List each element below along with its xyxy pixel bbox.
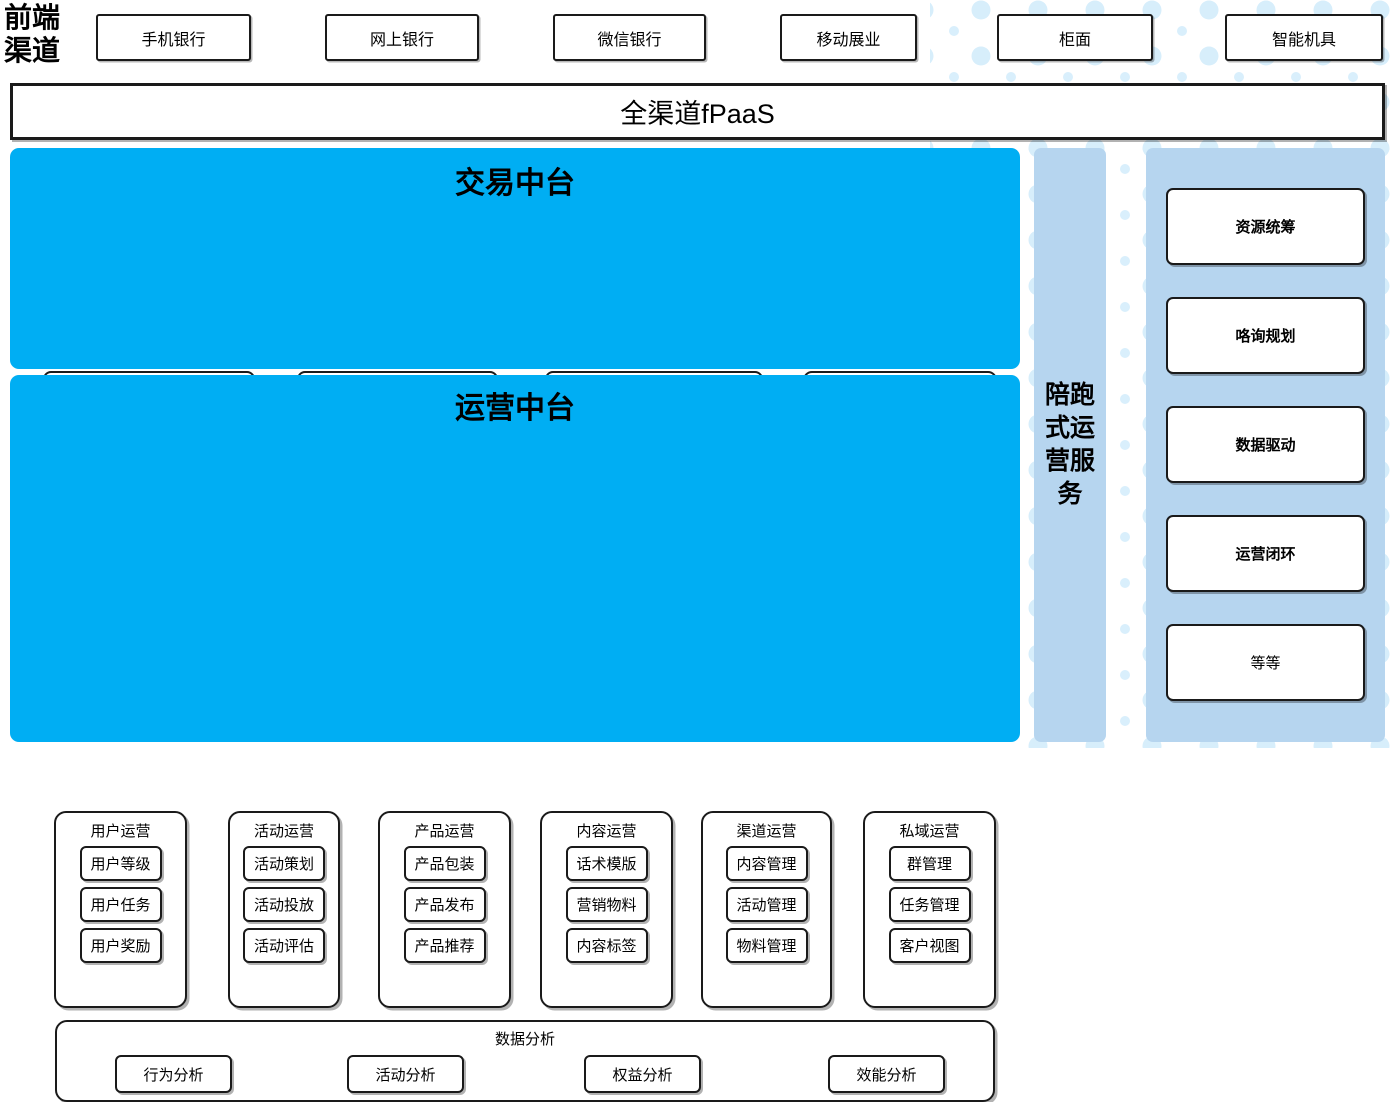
ops-group-6: 私域运营群管理任务管理客户视图 xyxy=(863,811,996,1008)
trade-platform-title: 交易中台 xyxy=(455,167,575,200)
ops-group-item[interactable]: 任务管理 xyxy=(888,887,971,922)
ops-group-item[interactable]: 内容管理 xyxy=(725,846,808,881)
accompanying-operation-service-label: 陪跑式运营服务 xyxy=(1044,381,1095,508)
ops-group-item[interactable]: 活动评估 xyxy=(243,928,325,963)
channel-box-online-bank[interactable]: 网上银行 xyxy=(325,14,479,61)
data-analysis-item-behavior[interactable]: 行为分析 xyxy=(115,1055,232,1093)
ops-group-item[interactable]: 用户等级 xyxy=(79,846,162,881)
ops-group-title: 私域运营 xyxy=(899,823,960,840)
ops-group-title: 用户运营 xyxy=(90,823,151,840)
front-end-channel-row: 前端 渠道 手机银行 网上银行 微信银行 移动展业 柜面 智能机具 xyxy=(0,0,1393,78)
omnichannel-fpaas-bar[interactable]: 全渠道fPaaS xyxy=(10,83,1385,140)
ops-group-item[interactable]: 客户视图 xyxy=(888,928,971,963)
operations-platform-panel: 运营中台 用户运营用户等级用户任务用户奖励活动运营活动策划活动投放活动评估产品运… xyxy=(10,375,1020,1102)
ops-group-item[interactable]: 产品推荐 xyxy=(403,928,486,963)
capability-box-data-driven[interactable]: 数据驱动 xyxy=(1166,406,1365,483)
capability-box-resource-coordination[interactable]: 资源统筹 xyxy=(1166,188,1365,265)
channel-label-line1: 前端 xyxy=(4,3,61,34)
channel-box-mobile-bank[interactable]: 手机银行 xyxy=(96,14,251,61)
data-analysis-item-rights[interactable]: 权益分析 xyxy=(584,1055,701,1093)
ops-group-1: 用户运营用户等级用户任务用户奖励 xyxy=(54,811,187,1008)
channel-box-mobile-field[interactable]: 移动展业 xyxy=(780,14,917,61)
ops-group-item[interactable]: 活动管理 xyxy=(725,887,808,922)
capability-box-operation-closed-loop[interactable]: 运营闭环 xyxy=(1166,515,1365,592)
ops-group-title: 产品运营 xyxy=(414,823,475,840)
data-analysis-container: 数据分析 行为分析 活动分析 权益分析 效能分析 xyxy=(55,1020,995,1102)
channel-box-counter[interactable]: 柜面 xyxy=(997,14,1153,61)
capability-box-etc[interactable]: 等等 xyxy=(1166,624,1365,701)
ops-group-item[interactable]: 话术模版 xyxy=(565,846,648,881)
ops-group-item[interactable]: 营销物料 xyxy=(565,887,648,922)
data-analysis-title: 数据分析 xyxy=(494,1031,555,1048)
data-analysis-item-efficiency[interactable]: 效能分析 xyxy=(828,1055,945,1093)
ops-group-2: 活动运营活动策划活动投放活动评估 xyxy=(228,811,340,1008)
capability-column: 资源统筹 咯询规划 数据驱动 运营闭环 等等 xyxy=(1146,148,1385,742)
data-analysis-item-activity[interactable]: 活动分析 xyxy=(347,1055,464,1093)
ops-group-5: 渠道运营内容管理活动管理物料管理 xyxy=(701,811,832,1008)
accompanying-operation-service-column: 陪跑式运营服务 xyxy=(1034,148,1106,742)
ops-group-4: 内容运营话术模版营销物料内容标签 xyxy=(540,811,673,1008)
ops-group-item[interactable]: 群管理 xyxy=(888,846,971,881)
ops-group-item[interactable]: 内容标签 xyxy=(565,928,648,963)
ops-group-item[interactable]: 产品发布 xyxy=(403,887,486,922)
ops-group-item[interactable]: 活动策划 xyxy=(243,846,325,881)
ops-group-title: 渠道运营 xyxy=(736,823,797,840)
ops-group-item[interactable]: 活动投放 xyxy=(243,887,325,922)
ops-group-item[interactable]: 用户奖励 xyxy=(79,928,162,963)
capability-box-consulting-planning[interactable]: 咯询规划 xyxy=(1166,297,1365,374)
ops-group-item[interactable]: 产品包装 xyxy=(403,846,486,881)
channel-box-smart-machine[interactable]: 智能机具 xyxy=(1225,14,1383,61)
front-end-channel-label: 前端 渠道 xyxy=(4,2,82,68)
ops-group-item[interactable]: 用户任务 xyxy=(79,887,162,922)
ops-group-title: 内容运营 xyxy=(576,823,637,840)
trade-platform-panel: 交易中台 用户中心 认证中心 限额中心 合约中心 风控中心 流程中心 场景交易中… xyxy=(10,148,1020,507)
channel-label-line2: 渠道 xyxy=(4,36,61,67)
operations-platform-title: 运营中台 xyxy=(455,392,575,425)
ops-group-3: 产品运营产品包装产品发布产品推荐 xyxy=(378,811,511,1008)
channel-box-wechat-bank[interactable]: 微信银行 xyxy=(553,14,706,61)
ops-group-item[interactable]: 物料管理 xyxy=(725,928,808,963)
ops-group-title: 活动运营 xyxy=(253,823,314,840)
